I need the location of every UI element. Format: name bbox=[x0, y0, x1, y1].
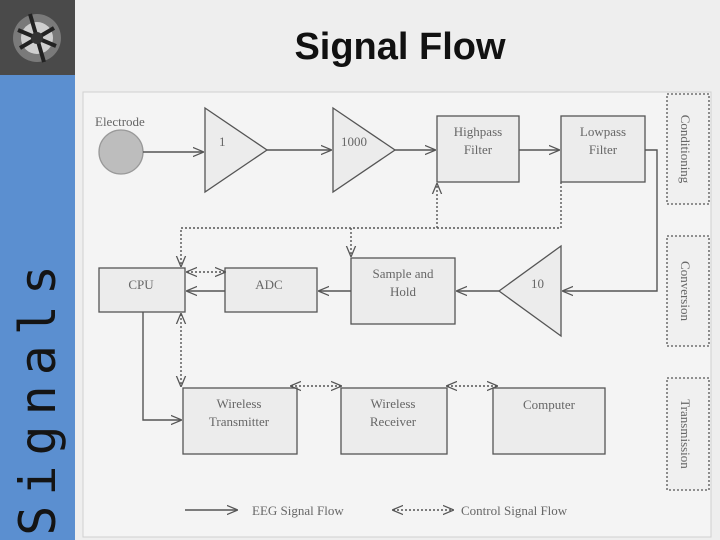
stage-conversion-label: Conversion bbox=[678, 261, 693, 321]
wireless-tx-label-1: Wireless bbox=[217, 396, 262, 411]
amp1-gain: 1 bbox=[219, 134, 226, 149]
adc-label: ADC bbox=[255, 277, 282, 292]
lowpass-filter-box bbox=[560, 115, 646, 183]
wireless-rx-label-2: Receiver bbox=[370, 414, 417, 429]
highpass-label-2: Filter bbox=[464, 142, 493, 157]
stage-conversion-box bbox=[666, 235, 710, 347]
amp2-gain: 1000 bbox=[341, 134, 367, 149]
sample-hold-box bbox=[350, 257, 456, 325]
stage-transmission-label: Transmission bbox=[678, 399, 693, 469]
wireless-rx-label-1: Wireless bbox=[371, 396, 416, 411]
stage-transmission-box bbox=[666, 377, 710, 491]
logo bbox=[0, 0, 75, 75]
computer-label: Computer bbox=[523, 397, 576, 412]
control-line-top bbox=[181, 182, 562, 266]
cpu-label: CPU bbox=[128, 277, 154, 292]
computer-box bbox=[492, 387, 606, 455]
wireless-transmitter-box bbox=[182, 387, 298, 455]
highpass-label-1: Highpass bbox=[454, 124, 502, 139]
arrow-lowpass-to-amp3 bbox=[563, 149, 658, 291]
amp3-gain: 10 bbox=[531, 276, 544, 291]
signal-flow-diagram: Electrode 1 1000 Highpass Filter Lowpass… bbox=[82, 91, 712, 538]
wireless-tx-label-2: Transmitter bbox=[209, 414, 270, 429]
side-word-text: Signals bbox=[8, 255, 67, 536]
electrode-circle bbox=[98, 129, 144, 175]
side-word: Signals bbox=[0, 75, 75, 540]
adc-box bbox=[224, 267, 318, 313]
legend-control-label: Control Signal Flow bbox=[461, 503, 568, 518]
amplifier-1 bbox=[204, 106, 269, 194]
highpass-filter-box bbox=[436, 115, 520, 183]
sample-hold-label-2: Hold bbox=[390, 284, 417, 299]
stage-conditioning-box bbox=[666, 93, 710, 205]
arrow-cpu-to-transmitter bbox=[142, 312, 181, 420]
sample-hold-label-1: Sample and bbox=[372, 266, 434, 281]
legend-eeg-label: EEG Signal Flow bbox=[252, 503, 344, 518]
wireless-receiver-box bbox=[340, 387, 448, 455]
page-title: Signal Flow bbox=[294, 26, 506, 68]
stage-conditioning-label: Conditioning bbox=[678, 115, 693, 184]
lowpass-label-2: Filter bbox=[589, 142, 618, 157]
sidebar bbox=[0, 0, 75, 540]
amplifier-2 bbox=[332, 106, 397, 194]
electrode-label: Electrode bbox=[95, 114, 145, 129]
cpu-box bbox=[98, 267, 186, 313]
lowpass-label-1: Lowpass bbox=[580, 124, 626, 139]
amplifier-3 bbox=[497, 244, 562, 338]
